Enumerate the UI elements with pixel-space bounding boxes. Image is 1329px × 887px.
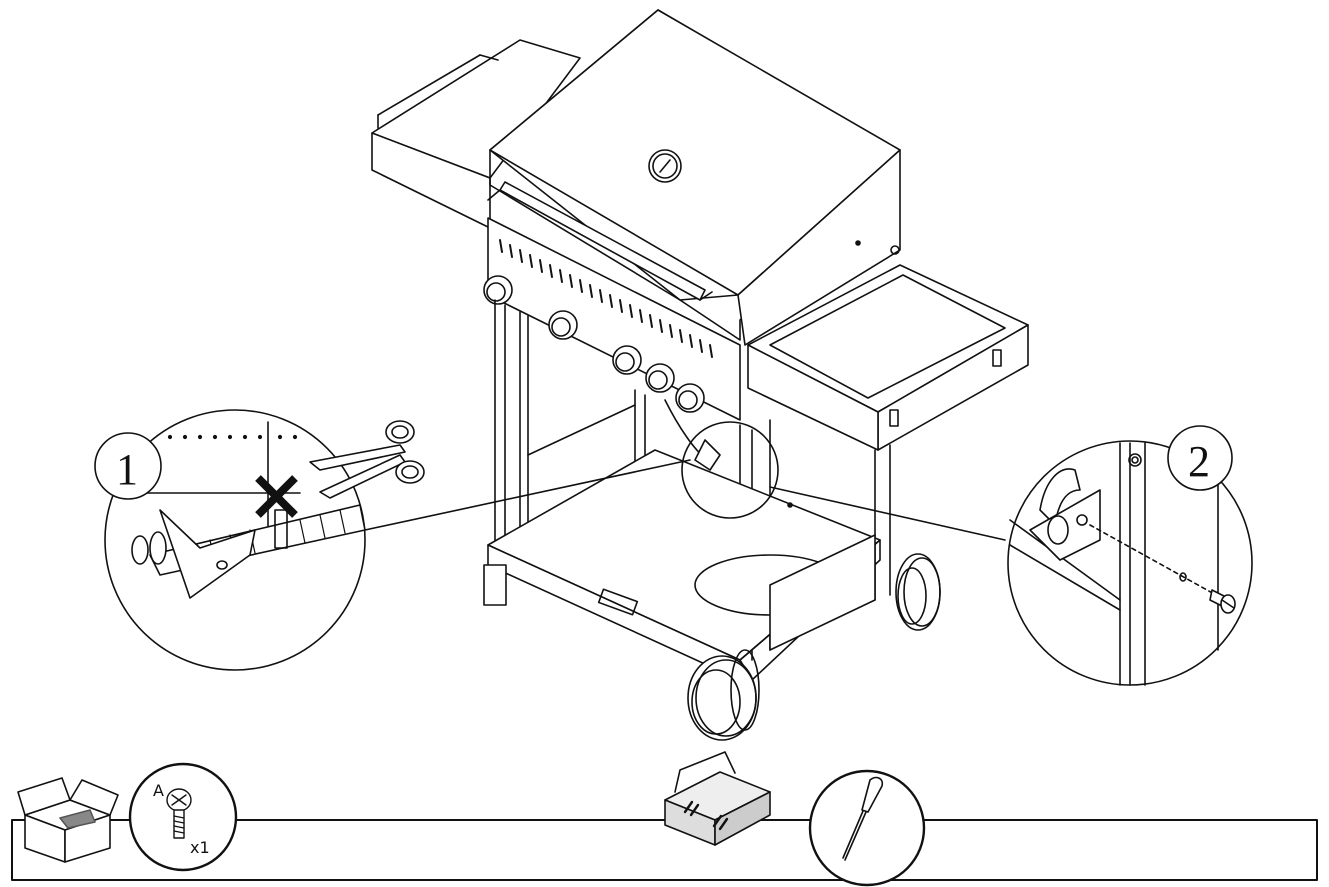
control-knob	[675, 383, 705, 413]
leader-line	[769, 486, 1006, 541]
tools-bar	[11, 751, 1318, 887]
grill-illustration	[371, 9, 1029, 741]
control-knob	[483, 275, 513, 305]
toolbox-icon	[664, 751, 771, 846]
control-knob	[645, 363, 675, 393]
hardware-circle	[128, 762, 238, 872]
control-knob	[548, 310, 578, 340]
front-wheel	[687, 649, 760, 741]
grill-lid	[489, 9, 901, 346]
step-1-number: 1	[116, 445, 138, 494]
screwdriver-icon	[842, 776, 884, 861]
control-panel	[483, 217, 741, 421]
step-1-badge	[94, 432, 162, 500]
left-side-shelf	[371, 39, 581, 229]
screwdriver-circle	[808, 769, 926, 887]
screw-icon	[1209, 589, 1236, 614]
step-2-badge	[1167, 425, 1233, 491]
scissors-icon	[309, 420, 425, 499]
detail-circle-1	[104, 409, 425, 671]
leader-line	[364, 459, 691, 531]
open-box-icon	[17, 777, 119, 863]
rear-wheel	[895, 553, 941, 631]
detail-circle-2	[1007, 440, 1253, 686]
screw-icon	[166, 788, 192, 839]
hose-detail	[664, 399, 793, 508]
part-quantity: x1	[190, 838, 210, 857]
right-side-shelf	[747, 264, 1029, 451]
cart-frame	[483, 299, 891, 681]
step-2-number: 2	[1188, 437, 1210, 486]
lid-handle	[487, 181, 713, 301]
control-knob	[612, 345, 642, 375]
zoom-area-circle	[681, 421, 779, 519]
part-letter: A	[153, 781, 164, 800]
cut-mark-icon	[255, 475, 298, 518]
